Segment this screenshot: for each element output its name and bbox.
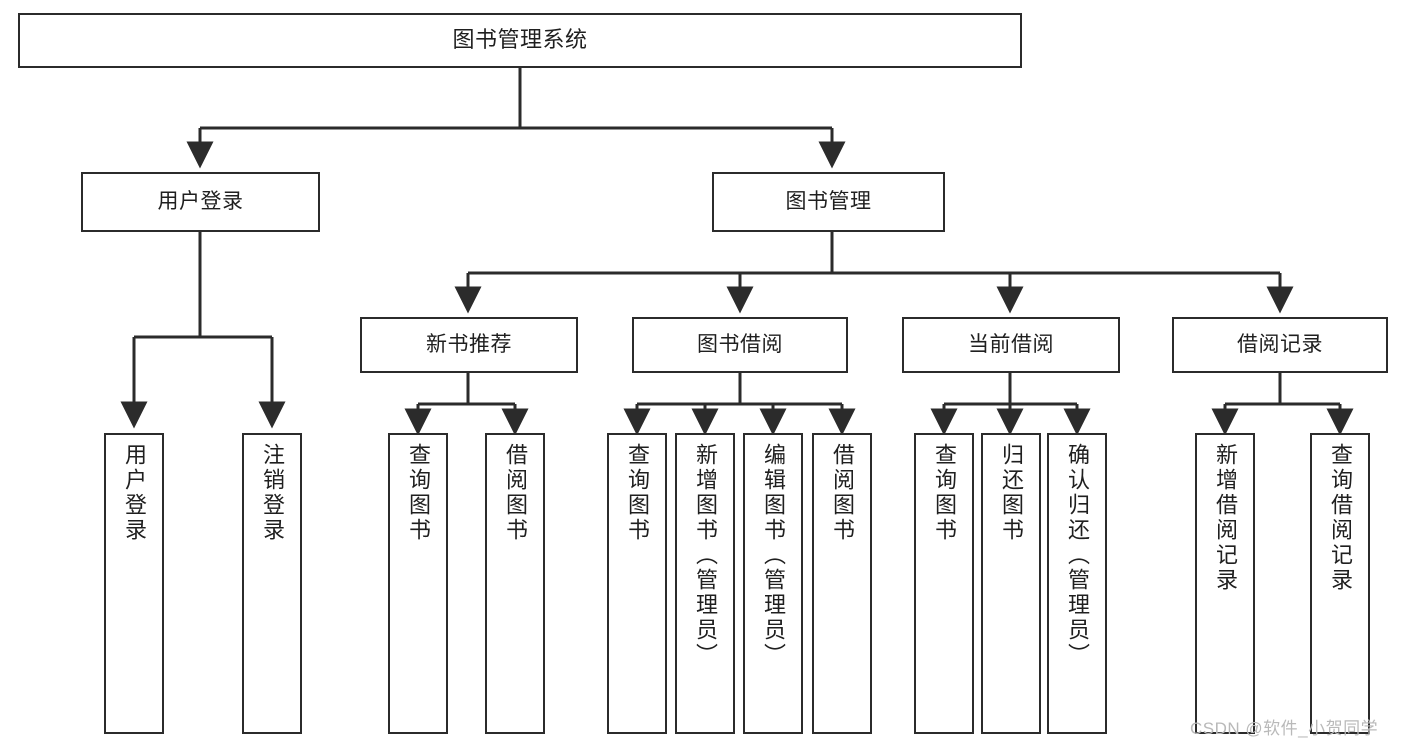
leaf-logout[interactable]: 注销登录 bbox=[242, 433, 302, 734]
leaf-query-book-recommend-label: 查询图书 bbox=[406, 443, 431, 543]
node-book-management[interactable]: 图书管理 bbox=[712, 172, 945, 232]
leaf-edit-book-admin[interactable]: 编辑图书（管理员） bbox=[743, 433, 803, 734]
leaf-return-book[interactable]: 归还图书 bbox=[981, 433, 1041, 734]
node-user-login[interactable]: 用户登录 bbox=[81, 172, 320, 232]
leaf-query-book-borrow[interactable]: 查询图书 bbox=[607, 433, 667, 734]
leaf-add-book-admin-label: 新增图书（管理员） bbox=[693, 443, 718, 668]
node-new-book-recommend[interactable]: 新书推荐 bbox=[360, 317, 578, 373]
leaf-query-book-borrow-label: 查询图书 bbox=[625, 443, 650, 543]
watermark-text: CSDN @软件_小贺同学 bbox=[1190, 719, 1379, 738]
node-new-book-recommend-label: 新书推荐 bbox=[426, 332, 512, 356]
node-user-login-label: 用户登录 bbox=[157, 189, 244, 213]
leaf-confirm-return-admin[interactable]: 确认归还（管理员） bbox=[1047, 433, 1107, 734]
node-root-label: 图书管理系统 bbox=[452, 27, 588, 53]
leaf-query-borrow-record-label: 查询借阅记录 bbox=[1328, 443, 1353, 593]
leaf-query-book-current[interactable]: 查询图书 bbox=[914, 433, 974, 734]
leaf-query-book-current-label: 查询图书 bbox=[932, 443, 957, 543]
node-current-borrow[interactable]: 当前借阅 bbox=[902, 317, 1120, 373]
leaf-return-book-label: 归还图书 bbox=[999, 443, 1024, 543]
node-borrow-record-label: 借阅记录 bbox=[1237, 332, 1323, 356]
leaf-logout-label: 注销登录 bbox=[260, 443, 285, 543]
leaf-add-borrow-record[interactable]: 新增借阅记录 bbox=[1195, 433, 1255, 734]
leaf-borrow-book-recommend[interactable]: 借阅图书 bbox=[485, 433, 545, 734]
node-book-borrow-label: 图书借阅 bbox=[697, 332, 783, 356]
leaf-user-login-label: 用户登录 bbox=[122, 443, 147, 543]
leaf-query-book-recommend[interactable]: 查询图书 bbox=[388, 433, 448, 734]
leaf-borrow-book-label: 借阅图书 bbox=[830, 443, 855, 543]
leaf-add-borrow-record-label: 新增借阅记录 bbox=[1213, 443, 1238, 593]
node-root[interactable]: 图书管理系统 bbox=[18, 13, 1022, 68]
leaf-query-borrow-record[interactable]: 查询借阅记录 bbox=[1310, 433, 1370, 734]
node-current-borrow-label: 当前借阅 bbox=[968, 332, 1054, 356]
leaf-confirm-return-admin-label: 确认归还（管理员） bbox=[1065, 443, 1090, 668]
leaf-borrow-book[interactable]: 借阅图书 bbox=[812, 433, 872, 734]
leaf-edit-book-admin-label: 编辑图书（管理员） bbox=[761, 443, 786, 668]
leaf-add-book-admin[interactable]: 新增图书（管理员） bbox=[675, 433, 735, 734]
node-book-borrow[interactable]: 图书借阅 bbox=[632, 317, 848, 373]
node-book-management-label: 图书管理 bbox=[785, 189, 872, 213]
node-borrow-record[interactable]: 借阅记录 bbox=[1172, 317, 1388, 373]
leaf-borrow-book-recommend-label: 借阅图书 bbox=[503, 443, 528, 543]
leaf-user-login[interactable]: 用户登录 bbox=[104, 433, 164, 734]
